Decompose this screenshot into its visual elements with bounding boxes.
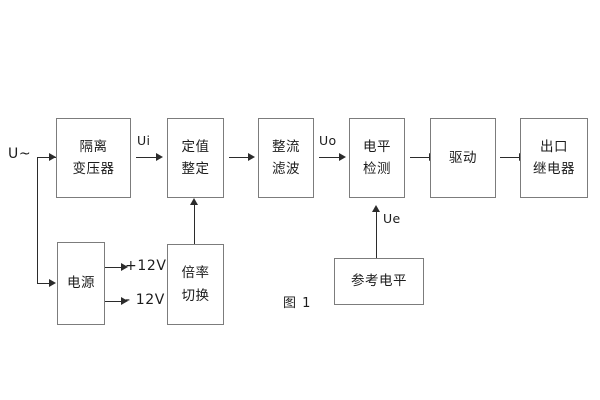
block-line: 检测 [363,161,391,177]
wire-multiplier-to-setpoint [194,205,195,244]
block-line: 变压器 [72,161,115,177]
input-voltage-label: U~ [8,146,32,162]
block-drive: 驱动 [430,118,496,198]
block-power-supply: 电源 [57,242,105,325]
block-rectify-filter: 整流 滤波 [258,118,314,198]
block-multiplier-switch: 倍率 切换 [167,244,224,325]
block-line: 整定 [181,161,210,177]
block-isolation-transformer: 隔离 变压器 [56,118,131,198]
rail-label-positive: +12V [125,258,167,274]
block-line: 出口 [540,138,568,155]
block-line: 隔离 [79,138,108,155]
rail-label-negative: - 12V [125,292,165,308]
wire-input-branch-vertical [37,157,38,283]
block-setpoint-adjust: 定值 整定 [167,118,224,198]
block-level-detect: 电平 检测 [349,118,405,198]
wire-isolation-to-setpoint [136,157,157,158]
arrowhead-multiplier-to-setpoint [190,198,198,205]
arrowhead-rail-negative [121,296,128,305]
arrowhead-rectify-to-level-detect [339,152,346,161]
block-line: 驱动 [449,149,477,166]
figure-caption: 图 1 [283,296,312,311]
block-line: 电平 [363,138,391,155]
arrowhead-to-isolation-transformer [49,152,56,161]
wire-reference-to-level-detect [376,212,377,258]
block-line: 切换 [181,287,210,304]
block-line: 电源 [67,275,95,292]
block-line: 整流 [272,138,300,155]
arrowhead-rail-positive [121,262,128,271]
arrowhead-to-power-supply [49,278,56,287]
wire-drive-to-output-relay [500,157,520,158]
arrowhead-setpoint-to-rectify [248,152,255,161]
wire-setpoint-to-rectify [229,157,249,158]
wire-rectify-to-level-detect [319,157,340,158]
block-reference-level: 参考电平 [334,258,424,305]
wire-rail-negative [105,301,122,302]
arrowhead-isolation-to-setpoint [156,152,163,161]
wire-to-power-supply [37,283,50,284]
signal-label-ui: Ui [137,133,151,148]
signal-label-uo: Uo [319,133,337,148]
wire-level-detect-to-drive [410,157,430,158]
block-line: 继电器 [533,161,575,177]
wire-rail-positive [105,267,122,268]
block-line: 倍率 [181,265,210,282]
block-output-relay: 出口 继电器 [520,118,588,198]
arrowhead-reference-to-level-detect [372,205,380,212]
block-line: 定值 [181,138,210,155]
block-line: 参考电平 [351,273,407,290]
block-line: 滤波 [272,161,300,177]
signal-label-ue: Ue [383,211,401,226]
wire-to-isolation-transformer [37,157,50,158]
